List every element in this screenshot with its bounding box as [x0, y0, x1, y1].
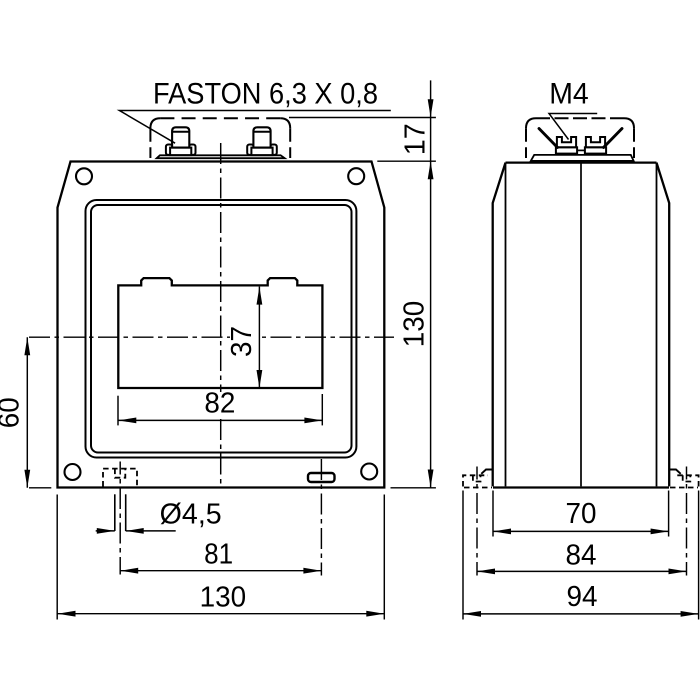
svg-text:94: 94	[567, 580, 598, 612]
svg-text:82: 82	[204, 386, 235, 418]
svg-text:84: 84	[566, 539, 597, 571]
svg-text:17: 17	[399, 123, 431, 155]
svg-text:81: 81	[204, 538, 233, 570]
svg-text:Ø4,5: Ø4,5	[160, 498, 222, 530]
svg-text:M4: M4	[549, 77, 589, 110]
svg-text:130: 130	[397, 301, 429, 348]
svg-text:130: 130	[200, 580, 247, 612]
svg-text:37: 37	[225, 326, 257, 357]
svg-text:70: 70	[566, 497, 597, 529]
svg-text:60: 60	[0, 397, 25, 428]
svg-text:FASTON 6,3 X 0,8: FASTON 6,3 X 0,8	[153, 77, 378, 110]
